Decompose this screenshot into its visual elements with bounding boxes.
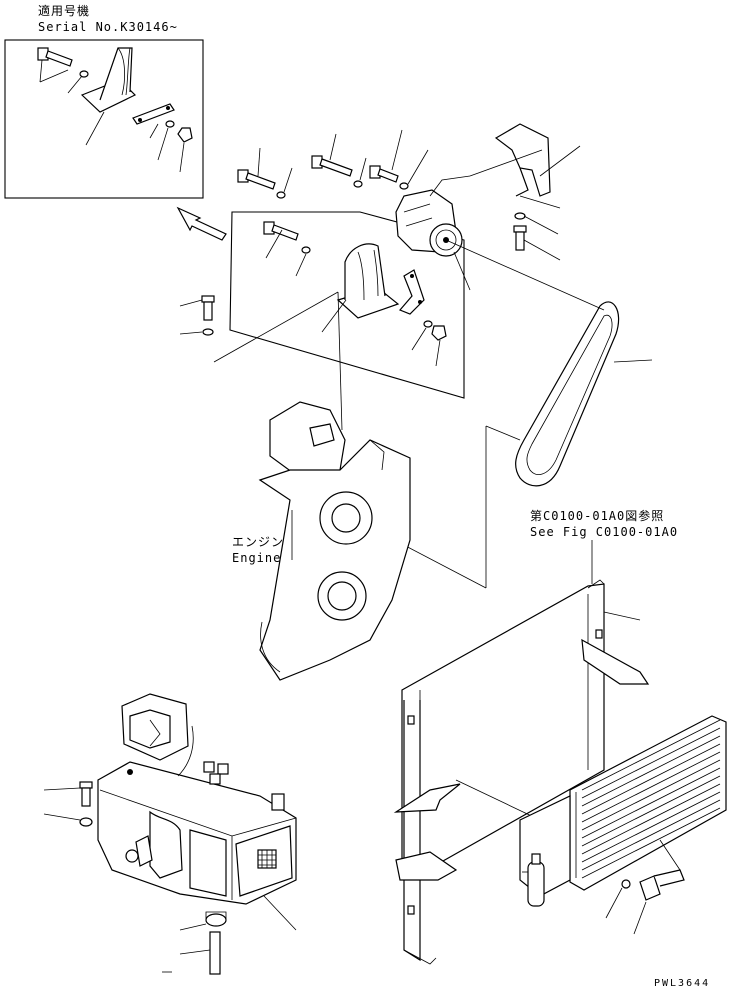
- condenser-fins: [581, 719, 721, 879]
- engine-label-en: Engine: [232, 551, 281, 565]
- compressor-bracket: [336, 243, 400, 319]
- inset-bolt: [37, 47, 73, 83]
- bolt-upper-1: [237, 169, 276, 190]
- bracket-group: [179, 129, 465, 431]
- condenser-bolt: [605, 869, 685, 935]
- see-fig-label-en: See Fig C0100-01A0: [530, 525, 678, 539]
- drain-hose: [162, 911, 227, 975]
- bolt-side: [201, 295, 215, 321]
- compressor-support: [469, 123, 581, 261]
- washer-upper-2: [353, 180, 363, 188]
- evaporator-grille: [257, 849, 277, 869]
- evaporator-bolts: [43, 781, 93, 827]
- bolt-inner: [263, 221, 299, 241]
- nut-link: [431, 325, 447, 341]
- bolt-upper-2: [311, 155, 353, 177]
- inset-arrow: [176, 206, 227, 241]
- evaporator-unit: [97, 693, 297, 931]
- see-fig-label-jp: 第C0100-01A0図参照: [530, 508, 664, 523]
- adjust-link: [398, 269, 425, 315]
- engine: [258, 401, 411, 681]
- bolt-upper-3: [369, 165, 399, 183]
- inset-washer: [79, 70, 89, 78]
- serial-label-en: Serial No.K30146~: [38, 20, 178, 34]
- radiator-frame: [393, 579, 650, 965]
- serial-label-jp: 適用号機: [38, 3, 90, 18]
- washer-upper-3: [399, 182, 409, 190]
- washer-side: [202, 328, 214, 336]
- inset-link: [132, 103, 175, 125]
- drawing-code: PWL3644: [654, 978, 710, 989]
- v-belt: [355, 239, 653, 589]
- compressor: [395, 175, 471, 291]
- serial-variant-inset: [4, 39, 204, 199]
- inset-nut: [177, 127, 193, 143]
- washer-link: [423, 320, 433, 328]
- washer-upper-1: [276, 191, 286, 199]
- bolt-support: [513, 225, 527, 251]
- engine-label-jp: エンジン: [232, 535, 284, 549]
- washer-inner: [301, 246, 311, 254]
- inset-bracket: [80, 47, 137, 113]
- inset-washer-2: [165, 120, 175, 128]
- receiver-drier: [522, 853, 545, 907]
